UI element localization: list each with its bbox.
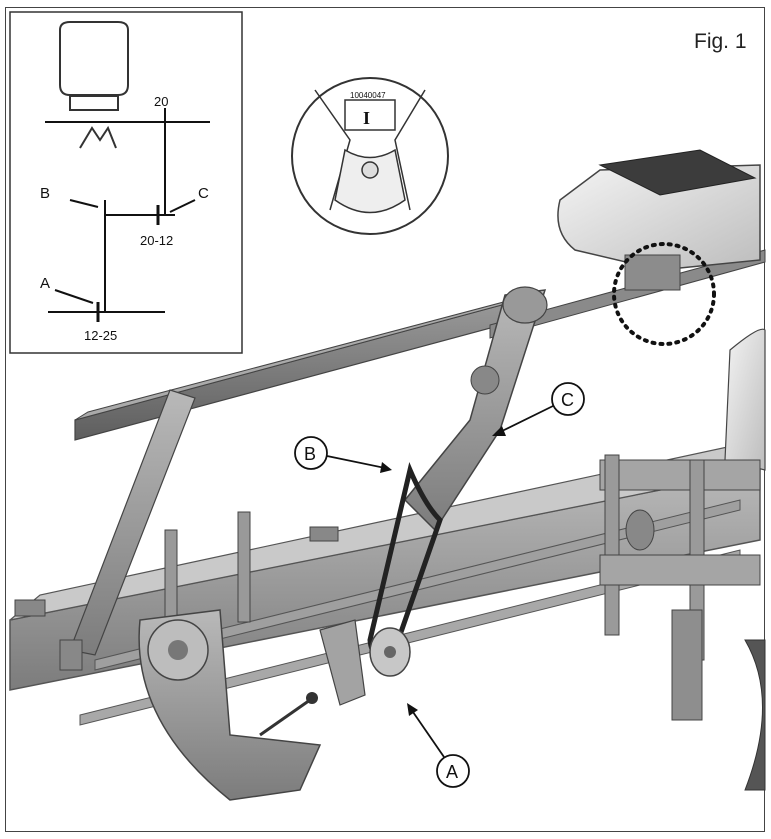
inset-label-a: A	[40, 275, 50, 292]
inset-value-bc: 20-12	[140, 233, 173, 248]
callout-c	[492, 382, 585, 436]
highlight-circle	[612, 242, 716, 346]
inset-label-b: B	[40, 185, 50, 202]
seed-boot	[319, 619, 366, 706]
inset-label-c: C	[198, 185, 209, 202]
detail-bracket	[314, 89, 426, 214]
diagonal-support	[69, 389, 196, 656]
callout-label-a: A	[446, 762, 458, 782]
callout-a	[407, 703, 470, 788]
callout-b	[294, 436, 392, 473]
right-row-unit	[599, 328, 766, 791]
inset-top-value: 20	[154, 94, 168, 109]
callout-label-b: B	[304, 444, 316, 464]
inset-lines	[45, 108, 210, 322]
detail-part-number: 10040047	[350, 91, 386, 100]
inset-value-a: 12-25	[84, 328, 117, 343]
seed-hopper	[557, 149, 761, 291]
callout-label-c: C	[561, 390, 574, 410]
row-unit-left	[138, 511, 322, 801]
inset-hopper-icon	[59, 21, 129, 149]
beam-clamps	[14, 526, 339, 671]
detail-mark: I	[363, 108, 370, 128]
lower-sprocket	[369, 627, 411, 677]
figure-title: Fig. 1	[694, 30, 747, 53]
